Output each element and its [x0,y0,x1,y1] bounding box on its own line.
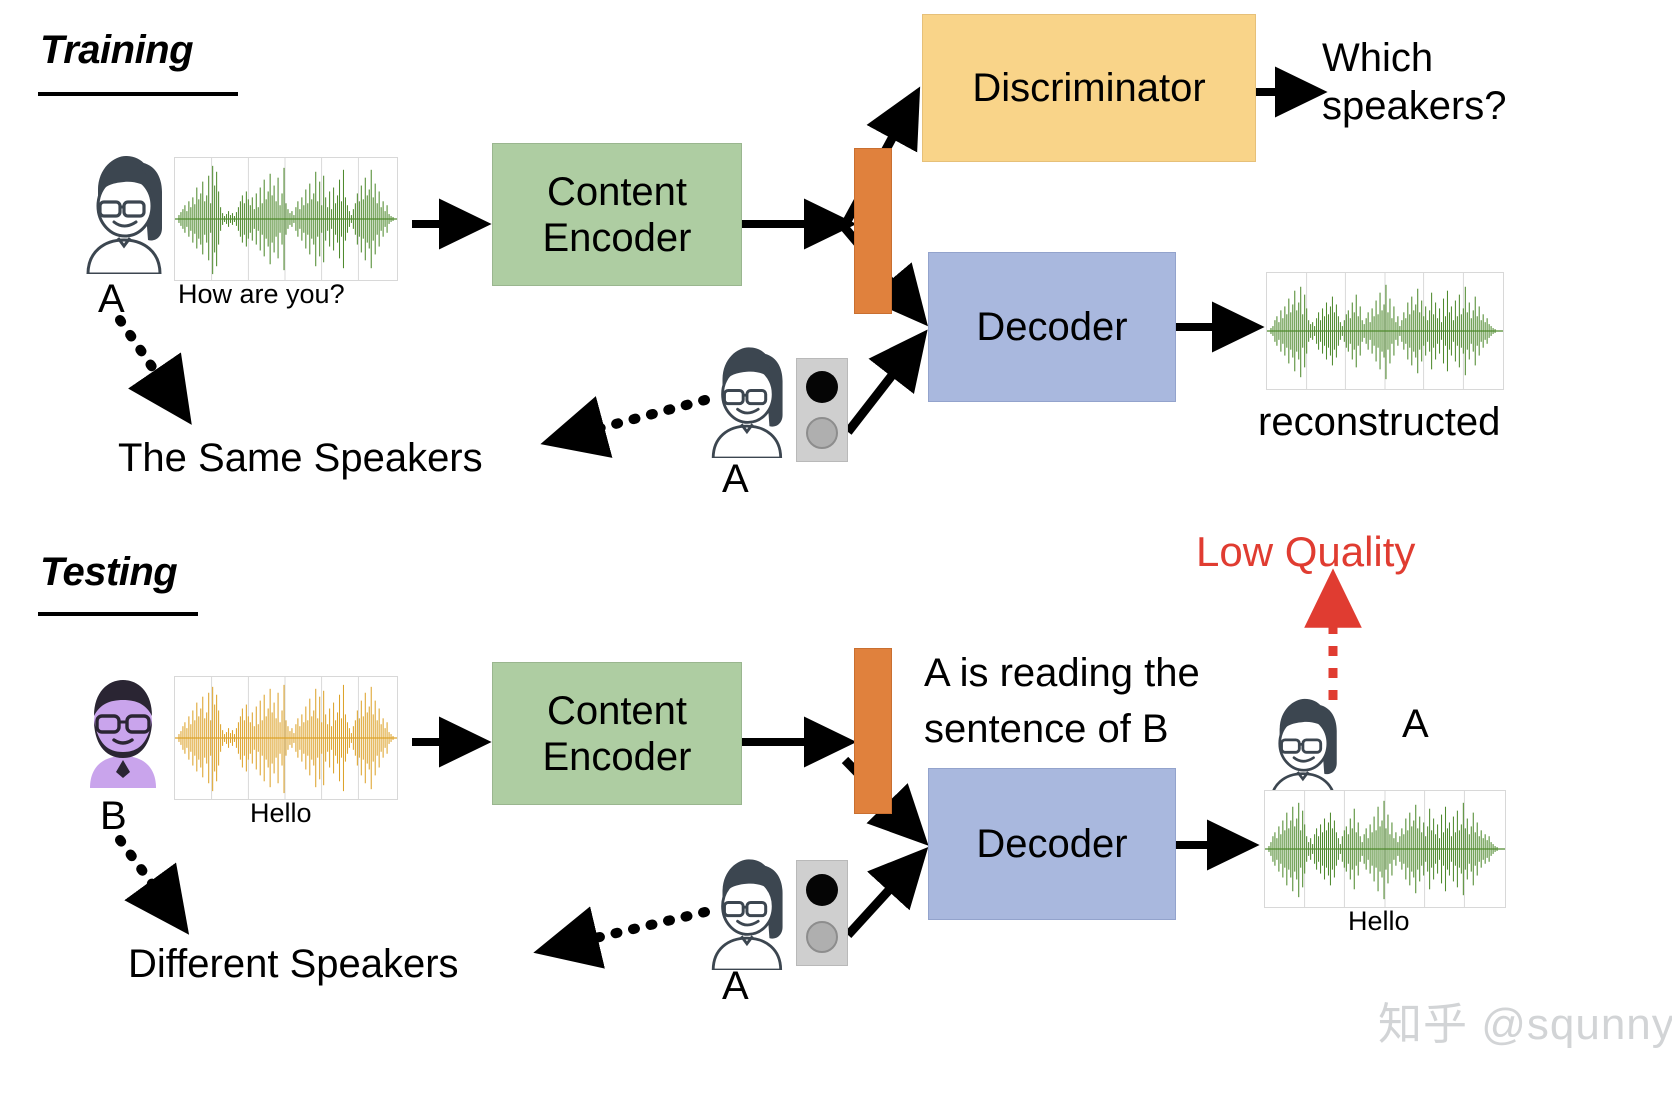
training-speaker-embedding-icon [796,358,848,462]
watermark: 知乎 @squnny [1378,1000,1672,1049]
testing-title-underline [38,612,198,616]
training-section-title: Training [40,28,194,72]
testing-output-speaker-label: A [1402,702,1429,746]
speaker-a-avatar-icon [74,146,172,274]
training-content-encoder-box: Content Encoder [492,143,742,286]
testing-content-encoder-box: Content Encoder [492,662,742,805]
training-input-waveform-caption: How are you? [178,279,345,309]
testing-input-waveform [174,676,398,800]
low-quality-label: Low Quality [1196,528,1416,575]
discriminator-output-label: Which speakers? [1322,36,1507,128]
testing-content-embedding-bar [854,648,892,814]
testing-input-speaker-label: B [100,794,127,838]
training-output-waveform [1266,272,1504,390]
testing-output-caption: Hello [1348,906,1410,936]
testing-note-label: A is reading the sentence of B [924,651,1200,751]
speaker-embedding-dot-unselected [806,417,838,449]
training-content-embedding-bar [854,148,892,314]
training-decoder-box: Decoder [928,252,1176,402]
training-title-underline [38,92,238,96]
testing-reference-speaker-label: A [722,964,749,1008]
speaker-embedding-dot-unselected [806,920,838,953]
testing-relation-label: Different Speakers [128,942,459,986]
testing-output-speaker-avatar-icon [1258,690,1346,804]
testing-input-waveform-caption: Hello [250,798,312,828]
testing-reference-speaker-avatar-icon [700,850,792,970]
testing-section-title: Testing [40,550,178,594]
speaker-embedding-dot-selected [806,873,838,906]
training-input-speaker-label: A [98,277,125,321]
training-reference-speaker-label: A [722,457,749,501]
discriminator-box: Discriminator [922,14,1256,162]
testing-decoder-box: Decoder [928,768,1176,920]
training-input-waveform [174,157,398,281]
discriminator-label: Discriminator [972,66,1206,110]
testing-output-waveform [1264,790,1506,908]
speaker-embedding-dot-selected [806,371,838,403]
training-content-encoder-label: Content Encoder [542,169,692,260]
training-decoder-label: Decoder [976,305,1128,349]
training-output-caption: reconstructed [1258,400,1501,444]
speaker-b-avatar-icon [76,668,170,792]
testing-content-encoder-label: Content Encoder [542,688,692,779]
training-relation-label: The Same Speakers [118,436,483,480]
testing-decoder-label: Decoder [976,822,1128,866]
testing-speaker-embedding-icon [796,860,848,966]
training-reference-speaker-avatar-icon [700,338,792,458]
